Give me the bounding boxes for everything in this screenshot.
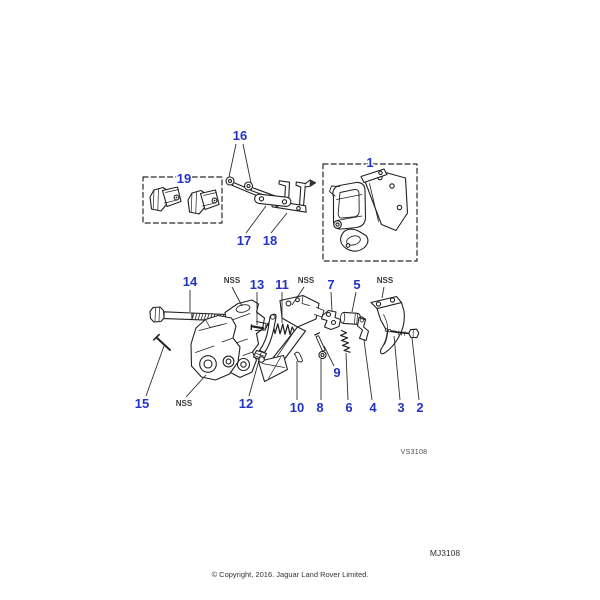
part-9-pin [315, 333, 325, 351]
sheet-code: MJ3108 [430, 548, 461, 558]
leader-line-3 [393, 335, 401, 401]
part-19-mounts [150, 187, 219, 214]
part-6-spring [341, 331, 351, 353]
part-label-1: 1 [366, 155, 373, 170]
part-8-clevis [319, 351, 326, 358]
nss-label-nss-lever: NSS [298, 276, 315, 285]
leader-line-16 [228, 143, 237, 178]
part-15-pin [154, 335, 170, 350]
nss-label-nss-left: NSS [176, 399, 193, 408]
leader-line-nss-left [185, 374, 207, 398]
leader-line-6 [345, 352, 349, 401]
main-lever [259, 296, 325, 382]
part-label-2: 2 [416, 400, 423, 415]
part-2-bolt [397, 329, 419, 337]
part-label-6: 6 [345, 400, 352, 415]
part-label-4: 4 [369, 400, 377, 415]
part-17-link [255, 194, 291, 206]
part-13-pin [251, 325, 263, 330]
leader-line-12 [248, 352, 262, 397]
part-4-crank [358, 318, 369, 341]
right-bracket [371, 297, 404, 354]
part-label-17: 17 [237, 233, 251, 248]
part-label-18: 18 [263, 233, 277, 248]
part-1-dashed-box [323, 164, 417, 261]
leader-lines [145, 143, 420, 401]
part-label-12: 12 [239, 396, 253, 411]
part-label-5: 5 [353, 277, 360, 292]
part-label-8: 8 [316, 400, 323, 415]
part-label-3: 3 [397, 400, 404, 415]
part-label-15: 15 [135, 396, 149, 411]
diagram-code: VS3108 [401, 449, 428, 456]
leader-line-4 [363, 339, 373, 401]
leader-line-15 [145, 345, 165, 397]
part-label-14: 14 [183, 274, 198, 289]
part-label-7: 7 [327, 277, 334, 292]
leader-line-2 [411, 337, 420, 401]
leader-line-nss-bracket [381, 286, 385, 299]
part-label-10: 10 [290, 400, 304, 415]
leader-line-18 [270, 212, 288, 234]
part-7-fork [322, 311, 341, 330]
left-bracket [191, 316, 240, 381]
leader-line-7 [330, 291, 333, 312]
leader-line-5 [351, 291, 357, 313]
part-label-11: 11 [275, 277, 289, 292]
part-3-screw [385, 329, 396, 332]
part-19-dashed-box [143, 177, 222, 223]
nss-label-nss-body: NSS [224, 276, 241, 285]
part-1-assembly [330, 169, 408, 251]
leader-line-nss-lever [291, 286, 305, 306]
part-10-clip [295, 352, 303, 362]
part-label-19: 19 [177, 171, 191, 186]
nss-label-nss-bracket: NSS [377, 276, 394, 285]
part-label-16: 16 [233, 128, 247, 143]
part-label-9: 9 [333, 365, 340, 380]
leader-line-9 [323, 345, 335, 367]
copyright-text: © Copyright, 2016. Jaguar Land Rover Lim… [212, 570, 369, 579]
part-label-13: 13 [250, 277, 264, 292]
leader-line-17 [245, 205, 267, 234]
leader-line-16 [242, 143, 252, 184]
leader-line-nss-body [231, 286, 243, 307]
